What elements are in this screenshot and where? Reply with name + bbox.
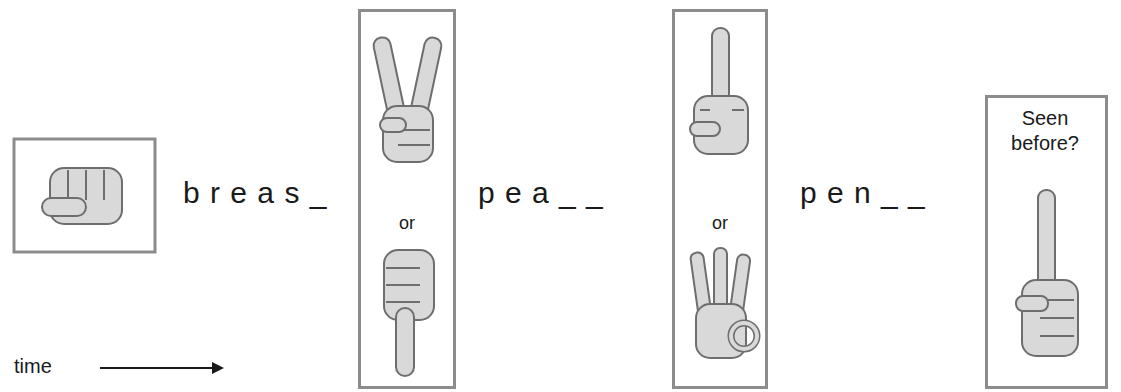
stimulus-box [14,139,155,252]
word-fragment: p e a _ _ [478,176,604,210]
peace-hand [372,36,443,162]
word-fragment: b r e a s _ [183,176,327,210]
arrow-head [212,362,224,374]
thumbs-down-hand [384,250,434,376]
axis-label: time [14,355,52,378]
fist-hand [42,168,122,224]
time-arrow [100,367,214,369]
box-text: or [361,212,453,235]
word-fragment: p e n _ _ [800,176,926,210]
stimulus-box: or [672,9,768,389]
stimulus-box: or [358,9,456,389]
pointing-hand [1016,190,1078,356]
box-text: Seen before? [997,106,1093,156]
ok-hand [690,248,757,358]
box-text: or [675,212,765,235]
stimulus-box: Seen before? [985,95,1108,389]
middle-finger-hand [690,28,748,154]
